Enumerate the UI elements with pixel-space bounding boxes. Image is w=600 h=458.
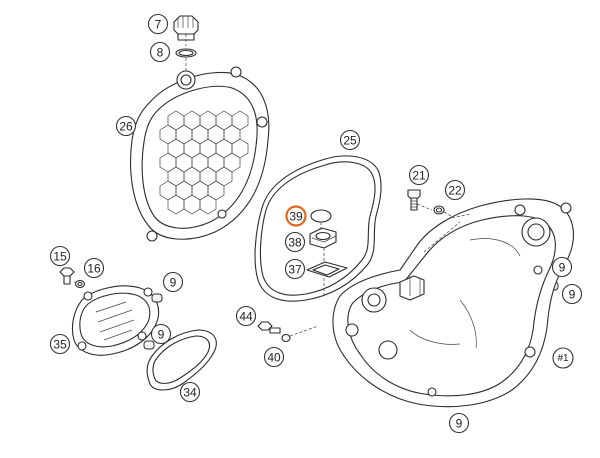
- part-seal-ring-16: [74, 279, 86, 289]
- callout-7: 7: [147, 13, 169, 35]
- part-clutch-cover: [130, 66, 270, 242]
- callout-16: 16: [83, 257, 105, 279]
- callout-ring: [235, 305, 257, 327]
- callout-ring: [448, 412, 470, 434]
- callout-ring: [551, 256, 573, 278]
- callout-number: 9: [559, 261, 566, 275]
- callout-number: 38: [288, 236, 302, 250]
- part-seal-ring-39: [310, 209, 332, 223]
- callout-ring: [179, 381, 201, 403]
- callout-26: 26: [115, 115, 137, 137]
- callout-9c: 9: [551, 256, 573, 278]
- callout-34: 34: [179, 381, 201, 403]
- callout-ring: [149, 41, 171, 63]
- callout-number: 9: [170, 276, 177, 290]
- callout-1: #1: [552, 347, 574, 369]
- callout-37: 37: [284, 258, 306, 280]
- callout-ring: [162, 271, 184, 293]
- callout-15: 15: [49, 245, 71, 267]
- callout-22: 22: [444, 179, 466, 201]
- callout-ring: [263, 346, 285, 368]
- part-gasket-34: [146, 329, 217, 391]
- part-gasket-37: [306, 248, 348, 298]
- callout-number: 35: [53, 338, 67, 352]
- callout-ring: [147, 13, 169, 35]
- callout-9e: 9: [448, 412, 470, 434]
- callout-number: 26: [119, 120, 133, 134]
- part-o-ring-8: [175, 48, 197, 58]
- callout-number: 9: [456, 417, 463, 431]
- callout-ring: [49, 245, 71, 267]
- part-gasket-25: [254, 155, 382, 302]
- callout-21: 21: [408, 164, 430, 186]
- part-seal-holder-38: [309, 227, 337, 249]
- part-seal-ring-22: [416, 203, 459, 221]
- callout-35: 35: [49, 333, 71, 355]
- part-water-pump-cover: [71, 285, 160, 356]
- callout-ring: [408, 164, 430, 186]
- callout-9a: 9: [162, 271, 184, 293]
- part-crankcase-cover: [332, 198, 574, 408]
- callout-number: 37: [288, 263, 302, 277]
- callout-9b: 9: [150, 323, 172, 345]
- part-screw-15: [59, 267, 75, 285]
- callout-number: 44: [239, 310, 253, 324]
- callout-ring: [83, 257, 105, 279]
- callout-number: 25: [343, 134, 357, 148]
- callout-number: 40: [267, 351, 281, 365]
- callout-number: 9: [569, 288, 576, 302]
- callout-38: 38: [284, 231, 306, 253]
- callout-number: 21: [412, 169, 426, 183]
- callout-number: 34: [183, 386, 197, 400]
- callout-number: #1: [557, 353, 569, 364]
- part-screw-44: [257, 321, 281, 334]
- callout-44: 44: [235, 305, 257, 327]
- part-drain-screw-21: [407, 189, 421, 211]
- callout-number: 39: [289, 210, 303, 224]
- callout-number: 7: [155, 18, 162, 32]
- callout-25: 25: [339, 129, 361, 151]
- callout-ring: [339, 129, 361, 151]
- callout-ring: [561, 283, 583, 305]
- callout-number: 8: [157, 46, 164, 60]
- callout-8: 8: [149, 41, 171, 63]
- callout-ring: [285, 205, 307, 227]
- callout-number: 16: [87, 262, 101, 276]
- callout-ring: [284, 231, 306, 253]
- callout-9d: 9: [561, 283, 583, 305]
- callout-number: 15: [53, 250, 67, 264]
- callout-number: 22: [448, 184, 462, 198]
- callout-ring: [49, 333, 71, 355]
- callout-40: 40: [263, 346, 285, 368]
- callout-ring: [150, 323, 172, 345]
- leader-lines: [74, 34, 322, 283]
- callout-ring: [552, 347, 574, 369]
- callout-ring: [444, 179, 466, 201]
- callout-39: 39: [285, 205, 307, 227]
- callout-number: 9: [158, 328, 165, 342]
- callout-ring: [115, 115, 137, 137]
- part-seal-ring-40: [281, 325, 319, 343]
- callout-ring: [284, 258, 306, 280]
